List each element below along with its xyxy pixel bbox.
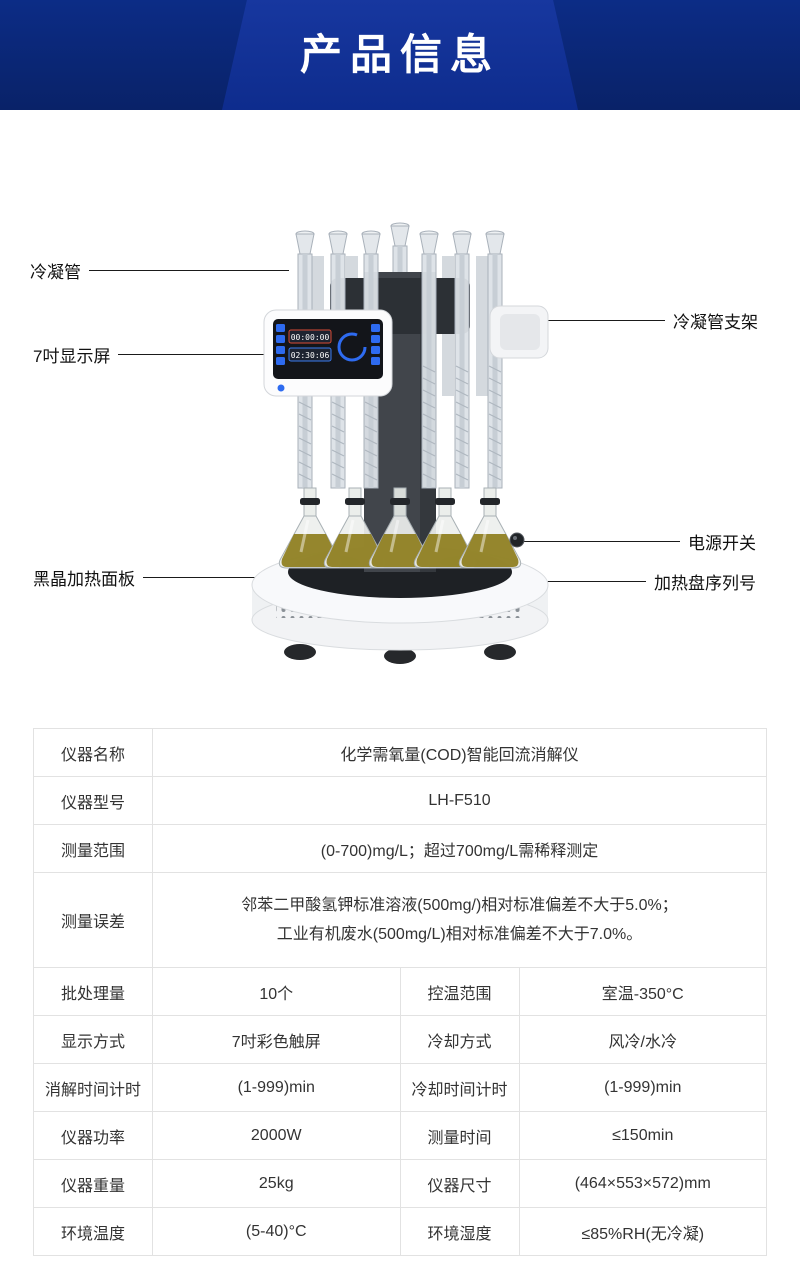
spec-value-line1: 邻苯二甲酸氢钾标准溶液(500mg/)相对标准偏差不大于5.0%；: [241, 897, 678, 914]
spec-value: ≤150min: [518, 1111, 767, 1160]
spec-label: 仪器名称: [33, 728, 153, 777]
spec-value: 25kg: [152, 1159, 401, 1208]
spec-label: 控温范围: [399, 967, 520, 1016]
table-row: 显示方式 7吋彩色触屏 冷却方式 风冷/水冷: [33, 1015, 767, 1064]
screen-progress-ring: [337, 332, 367, 362]
spec-value: (1-999)min: [518, 1063, 767, 1112]
table-row: 环境温度 (5-40)°C 环境湿度 ≤85%RH(无冷凝): [33, 1207, 767, 1256]
callout-label: 7吋显示屏: [33, 346, 111, 366]
callout-line: [507, 319, 665, 321]
callout-line: [118, 353, 269, 355]
spec-value: 化学需氧量(COD)智能回流消解仪: [152, 728, 767, 777]
callout-heating-panel: 黑晶加热面板: [33, 565, 291, 589]
callout-power-switch: 电源开关: [522, 529, 756, 553]
spec-value: 2000W: [152, 1111, 401, 1160]
table-row: 仪器名称 化学需氧量(COD)智能回流消解仪: [33, 728, 767, 777]
callout-serial-number: 加热盘序列号: [540, 569, 756, 593]
spec-label: 环境湿度: [399, 1207, 520, 1256]
callout-label: 加热盘序列号: [654, 573, 756, 593]
callout-label: 冷凝管支架: [673, 312, 758, 332]
spec-value: (5-40)°C: [152, 1207, 401, 1256]
table-row: 仪器重量 25kg 仪器尺寸 (464×553×572)mm: [33, 1159, 767, 1208]
spec-value: ≤85%RH(无冷凝): [518, 1207, 767, 1256]
brand-logo-icon: [277, 384, 285, 392]
callout-display-screen: 7吋显示屏: [33, 342, 269, 366]
callout-line: [540, 580, 646, 582]
spec-value: 7吋彩色触屏: [152, 1015, 401, 1064]
table-row: 测量范围 (0-700)mg/L；超过700mg/L需稀释测定: [33, 824, 767, 873]
table-row: 仪器功率 2000W 测量时间 ≤150min: [33, 1111, 767, 1160]
spec-value: 10个: [152, 967, 401, 1016]
spec-label: 冷却方式: [399, 1015, 520, 1064]
spec-value: LH-F510: [152, 776, 767, 825]
spec-value: (0-700)mg/L；超过700mg/L需稀释测定: [152, 824, 767, 873]
spec-label: 消解时间计时: [33, 1063, 153, 1112]
device-feet: [284, 644, 516, 664]
product-image: 00:00:00 02:30:06: [180, 200, 620, 670]
spec-label: 仪器型号: [33, 776, 153, 825]
condenser-bracket: [489, 305, 549, 359]
header-ribbon: [222, 0, 578, 110]
callout-condenser-tube: 冷凝管: [30, 258, 289, 282]
spec-label: 仪器重量: [33, 1159, 153, 1208]
spec-label: 显示方式: [33, 1015, 153, 1064]
screen-timer-1: 00:00:00: [291, 333, 330, 342]
spec-value: (464×553×572)mm: [518, 1159, 767, 1208]
screen-buttons-right: [371, 324, 380, 365]
spec-label: 仪器功率: [33, 1111, 153, 1160]
spec-label: 测量时间: [399, 1111, 520, 1160]
spec-label: 测量误差: [33, 872, 153, 968]
spec-label: 测量范围: [33, 824, 153, 873]
table-row: 消解时间计时 (1-999)min 冷却时间计时 (1-999)min: [33, 1063, 767, 1112]
callout-condenser-bracket: 冷凝管支架: [507, 308, 758, 332]
table-row: 仪器型号 LH-F510: [33, 776, 767, 825]
screen-timer-2: 02:30:06: [291, 351, 330, 360]
header-banner: 产品信息: [0, 0, 800, 110]
callout-label: 黑晶加热面板: [33, 569, 135, 589]
spec-table: 仪器名称 化学需氧量(COD)智能回流消解仪 仪器型号 LH-F510 测量范围…: [33, 728, 767, 1256]
spec-value: 邻苯二甲酸氢钾标准溶液(500mg/)相对标准偏差不大于5.0%； 工业有机废水…: [152, 872, 767, 968]
spec-label: 环境温度: [33, 1207, 153, 1256]
flasks: [277, 486, 523, 570]
callout-label: 电源开关: [688, 533, 756, 553]
table-row: 批处理量 10个 控温范围 室温-350°C: [33, 967, 767, 1016]
power-switch-icon: [509, 532, 525, 548]
device-illustration: 00:00:00 02:30:06: [251, 222, 549, 664]
callout-line: [143, 576, 291, 578]
spec-label: 冷却时间计时: [399, 1063, 520, 1112]
callout-label: 冷凝管: [30, 262, 81, 282]
spec-label: 批处理量: [33, 967, 153, 1016]
callout-line: [89, 269, 289, 271]
spec-value: (1-999)min: [152, 1063, 401, 1112]
page-title: 产品信息: [299, 31, 500, 78]
table-row: 测量误差 邻苯二甲酸氢钾标准溶液(500mg/)相对标准偏差不大于5.0%； 工…: [33, 872, 767, 968]
screen-buttons-left: [276, 324, 285, 365]
spec-value: 风冷/水冷: [518, 1015, 767, 1064]
callout-line: [522, 540, 680, 542]
spec-label: 仪器尺寸: [399, 1159, 520, 1208]
spec-value: 室温-350°C: [518, 967, 767, 1016]
spec-value-line2: 工业有机废水(500mg/L)相对标准偏差不大于7.0%。: [276, 926, 643, 943]
display-panel: 00:00:00 02:30:06: [263, 309, 393, 397]
